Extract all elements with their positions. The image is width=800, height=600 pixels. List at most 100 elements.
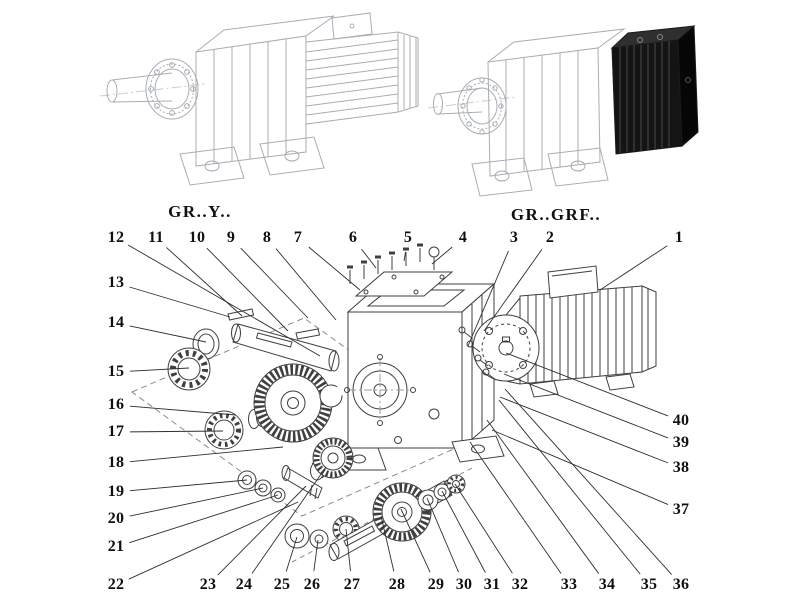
- snap-ring: [319, 384, 343, 408]
- part-number-13: 13: [106, 274, 126, 291]
- output-washer: [309, 529, 329, 549]
- part-number-17: 17: [106, 423, 126, 440]
- leader-line-8: [275, 248, 337, 321]
- part-number-18: 18: [106, 454, 126, 471]
- part-number-10: 10: [187, 229, 207, 246]
- leader-line-40: [505, 352, 669, 417]
- leader-line-30: [426, 497, 459, 573]
- part-number-40: 40: [671, 412, 691, 429]
- leader-line-21: [129, 494, 279, 544]
- part-number-22: 22: [106, 576, 126, 593]
- dark-cover-unit: [610, 24, 699, 155]
- part-number-36: 36: [671, 576, 691, 593]
- part-number-16: 16: [106, 396, 126, 413]
- part-number-28: 28: [387, 576, 407, 593]
- leader-line-27: [345, 528, 351, 572]
- leader-line-17: [129, 430, 224, 433]
- part-number-31: 31: [482, 576, 502, 593]
- leader-line-10: [206, 247, 289, 332]
- part-number-19: 19: [106, 483, 126, 500]
- large-helical-gear: [253, 363, 333, 443]
- leader-line-24: [251, 466, 327, 574]
- exploded-view-drawing: [130, 243, 657, 563]
- leader-line-14: [129, 325, 207, 343]
- leader-line-22: [128, 501, 299, 580]
- drain-plug: [394, 436, 402, 444]
- leader-line-32: [454, 483, 513, 574]
- part-number-3: 3: [508, 229, 520, 246]
- leader-line-38: [499, 396, 669, 464]
- washer-set: [237, 470, 286, 503]
- leader-line-5: [403, 251, 407, 262]
- output-bearing-2: [446, 474, 466, 494]
- gearmotor-drawing-gr-y: [99, 12, 419, 186]
- leader-lines: [127, 244, 672, 580]
- part-number-35: 35: [639, 576, 659, 593]
- leader-line-36: [504, 388, 672, 575]
- part-number-14: 14: [106, 314, 126, 331]
- leader-line-19: [129, 479, 248, 492]
- variant-label-gr-grf: GR..GRF..: [510, 205, 602, 224]
- leader-line-34: [486, 419, 600, 574]
- eye-bolt: [428, 246, 440, 270]
- leader-line-9: [240, 247, 309, 319]
- leader-line-7: [308, 246, 361, 291]
- part-number-5: 5: [402, 229, 414, 246]
- part-number-30: 30: [454, 576, 474, 593]
- leader-line-2: [483, 249, 543, 332]
- part-number-1: 1: [673, 229, 685, 246]
- part-number-9: 9: [225, 229, 237, 246]
- leader-line-37: [491, 429, 669, 505]
- part-number-26: 26: [302, 576, 322, 593]
- part-number-27: 27: [342, 576, 362, 593]
- leader-line-18: [129, 446, 284, 463]
- leader-line-28: [380, 515, 395, 572]
- gearmotor-drawing-gr-grf: [427, 24, 699, 197]
- electric-motor: [472, 265, 657, 398]
- leader-line-33: [469, 441, 562, 574]
- input-shaft: [232, 323, 337, 372]
- leader-line-16: [129, 405, 237, 416]
- part-number-25: 25: [272, 576, 292, 593]
- leader-line-11: [166, 247, 243, 317]
- part-number-29: 29: [426, 576, 446, 593]
- leader-line-4: [431, 246, 453, 265]
- input-shaft-cluster: [167, 308, 354, 503]
- shaft-key-2: [295, 328, 321, 340]
- retaining-rings: [417, 483, 451, 511]
- part-number-2: 2: [544, 229, 556, 246]
- leader-line-23: [217, 485, 307, 576]
- part-number-4: 4: [457, 229, 469, 246]
- leader-line-31: [441, 490, 486, 573]
- leader-line-15: [129, 367, 190, 372]
- leader-line-1: [599, 245, 668, 291]
- part-number-33: 33: [559, 576, 579, 593]
- part-number-20: 20: [106, 510, 126, 527]
- part-number-11: 11: [147, 229, 165, 246]
- housing-cover-plate: [354, 271, 454, 297]
- leader-line-12: [127, 244, 321, 357]
- cover-screws: [347, 243, 440, 284]
- leader-line-29: [400, 508, 431, 573]
- part-number-21: 21: [106, 538, 126, 555]
- motor-flange: [472, 314, 540, 382]
- leader-line-6: [361, 248, 377, 269]
- leader-line-26: [313, 539, 319, 572]
- motor-terminal-box: [547, 265, 599, 299]
- part-number-24: 24: [234, 576, 254, 593]
- variant-label-gr-y: GR..Y..: [168, 202, 232, 221]
- part-number-7: 7: [292, 229, 304, 246]
- part-number-37: 37: [671, 501, 691, 518]
- leader-line-39: [503, 373, 669, 439]
- leader-line-25: [285, 536, 298, 572]
- part-number-8: 8: [261, 229, 273, 246]
- pinion-shaft: [281, 465, 323, 500]
- end-cap: [284, 523, 310, 549]
- oil-plug: [428, 408, 440, 420]
- part-number-15: 15: [106, 363, 126, 380]
- part-number-32: 32: [510, 576, 530, 593]
- intermediate-gear: [310, 437, 354, 481]
- leader-line-35: [498, 399, 641, 575]
